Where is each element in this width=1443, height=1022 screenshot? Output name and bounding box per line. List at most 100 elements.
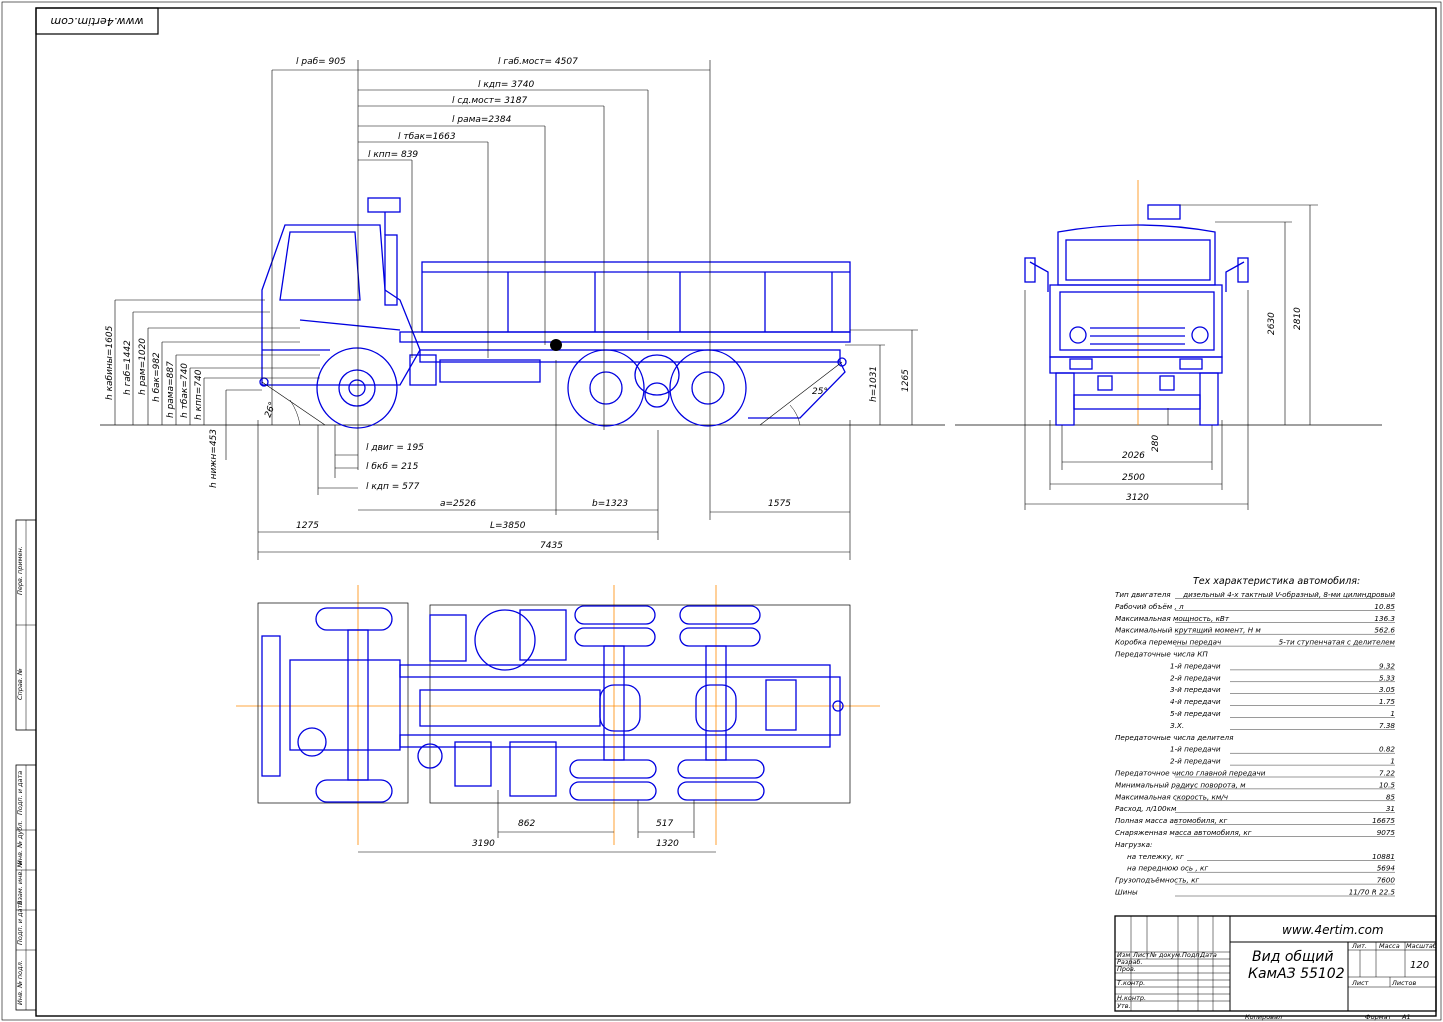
svg-text:h кпп=740: h кпп=740 — [194, 369, 204, 420]
svg-text:2500: 2500 — [1122, 473, 1145, 483]
svg-text:№ докум.: № докум. — [1149, 951, 1182, 959]
svg-text:h рама=887: h рама=887 — [166, 361, 176, 418]
spec-value: 7.22 — [1379, 769, 1395, 778]
svg-text:h габ=1442: h габ=1442 — [123, 340, 133, 395]
spec-label: Шины — [1115, 888, 1138, 897]
spec-label: на переднюю ось , кг — [1127, 864, 1208, 873]
spec-value: 136.3 — [1374, 614, 1395, 623]
svg-text:Пров.: Пров. — [1117, 965, 1136, 973]
svg-text:Подп. и дата: Подп. и дата — [16, 901, 24, 945]
svg-text:l раб= 905: l раб= 905 — [296, 57, 346, 67]
svg-text:Лит.: Лит. — [1351, 942, 1367, 950]
spec-value: 1 — [1390, 709, 1395, 718]
svg-text:Инв. № подл.: Инв. № подл. — [16, 960, 24, 1005]
svg-text:26°: 26° — [263, 401, 278, 419]
spec-label: Минимальный радиус поворота, м — [1115, 780, 1246, 789]
spec-label: 1-й передачи — [1170, 661, 1221, 670]
svg-text:2630: 2630 — [1267, 312, 1277, 335]
svg-text:Изм: Изм — [1117, 951, 1130, 959]
top-view: 862 3190 517 1320 — [236, 585, 880, 853]
spec-value: 85 — [1386, 792, 1396, 801]
svg-text:A1: A1 — [1401, 1013, 1411, 1021]
drawing-frame — [35, 7, 1437, 1017]
spec-label: 1-й передачи — [1170, 745, 1221, 754]
svg-text:l габ.мост= 4507: l габ.мост= 4507 — [498, 57, 578, 67]
side-view: 26° 25° l раб= 905 l габ.мост= 4507 l кд… — [100, 57, 945, 560]
svg-text:l бкб = 215: l бкб = 215 — [366, 462, 419, 472]
svg-text:l тбак=1663: l тбак=1663 — [398, 132, 456, 142]
spec-value: 7.38 — [1379, 721, 1395, 730]
spec-table: Тех характеристика автомобиля: Тип двига… — [1115, 576, 1396, 897]
spec-label: Максимальный крутящий момент, Н м — [1115, 626, 1261, 635]
spec-label: Максимальная мощность, кВт — [1115, 614, 1230, 623]
title-name-2: КамАЗ 55102 — [1248, 966, 1345, 982]
svg-text:7435: 7435 — [540, 541, 563, 551]
svg-text:Подп. и дата: Подп. и дата — [16, 771, 24, 815]
svg-text:l сд.мост= 3187: l сд.мост= 3187 — [452, 96, 527, 106]
spec-value: 10.85 — [1374, 602, 1395, 611]
spec-label: Полная масса автомобиля, кг — [1115, 816, 1228, 825]
svg-text:Т.контр.: Т.контр. — [1117, 979, 1145, 987]
svg-text:2810: 2810 — [1293, 307, 1303, 330]
spec-value: 9.32 — [1379, 661, 1395, 670]
spec-label: Максимальная скорость, км/ч — [1115, 792, 1228, 801]
spec-value: 5.33 — [1379, 673, 1395, 682]
svg-text:Лист: Лист — [1132, 951, 1150, 959]
spec-label: Грузоподъёмность, кг — [1115, 876, 1199, 885]
spec-label: З.Х. — [1170, 721, 1184, 730]
spec-value: 3.05 — [1379, 685, 1395, 694]
spec-value: 16675 — [1372, 816, 1395, 825]
spec-label: 4-й передачи — [1170, 697, 1221, 706]
spec-value: 10881 — [1372, 852, 1395, 861]
svg-text:Подп.: Подп. — [1182, 951, 1202, 959]
svg-text:h кабины=1605: h кабины=1605 — [105, 325, 115, 400]
spec-label: Снаряженная масса автомобиля, кг — [1115, 828, 1252, 837]
spec-label: Передаточное число главной передачи — [1115, 769, 1266, 778]
spec-label: Расход, л/100км — [1115, 804, 1177, 813]
spec-value: 10.5 — [1379, 780, 1395, 789]
top-stamp-box — [35, 7, 159, 35]
svg-text:2026: 2026 — [1122, 451, 1145, 461]
spec-value: 0.82 — [1379, 745, 1395, 754]
spec-label: на тележку, кг — [1127, 852, 1184, 861]
svg-text:Утв.: Утв. — [1117, 1002, 1131, 1010]
spec-label: Коробка перемены передач — [1115, 638, 1221, 647]
front-view: 2630 2810 280 2026 2500 3120 — [955, 180, 1382, 510]
svg-text:h рам=1020: h рам=1020 — [138, 338, 148, 395]
spec-value: 31 — [1386, 804, 1395, 813]
spec-label: 2-й передачи — [1170, 757, 1221, 766]
spec-label: Тип двигателя — [1115, 590, 1171, 599]
svg-text:3190: 3190 — [472, 839, 495, 849]
spec-label: 2-й передачи — [1170, 673, 1221, 682]
left-strip: Перв. примен. Справ. № Подп. и дата Инв.… — [15, 519, 37, 1011]
top-stamp-text: www.4ertim.com — [50, 15, 143, 28]
svg-text:h бак=982: h бак=982 — [152, 352, 162, 402]
svg-text:Перв. примен.: Перв. примен. — [16, 546, 24, 595]
svg-text:a=2526: a=2526 — [440, 499, 476, 509]
spec-value: 562.6 — [1374, 626, 1395, 635]
svg-text:25°: 25° — [812, 387, 828, 397]
svg-text:Масса: Масса — [1379, 942, 1400, 950]
svg-text:L=3850: L=3850 — [490, 521, 526, 531]
svg-text:862: 862 — [518, 819, 535, 829]
spec-value: 1 — [1390, 757, 1395, 766]
spec-value: 1.75 — [1379, 697, 1395, 706]
svg-text:l кдп= 3740: l кдп= 3740 — [478, 80, 534, 90]
svg-text:1575: 1575 — [768, 499, 791, 509]
svg-text:280: 280 — [1151, 435, 1161, 452]
svg-text:Дата: Дата — [1199, 951, 1217, 959]
spec-label: 3-й передачи — [1170, 685, 1221, 694]
svg-text:h=1031: h=1031 — [869, 366, 879, 402]
svg-text:120: 120 — [1410, 960, 1429, 971]
title-block: www.4ertim.com Лит. Масса Масштаб 120 Ли… — [1114, 915, 1437, 1021]
spec-value: 9075 — [1377, 828, 1396, 837]
spec-value: 5-ти ступенчатая с делителем — [1279, 638, 1396, 647]
svg-text:1265: 1265 — [901, 369, 911, 392]
svg-text:Справ. №: Справ. № — [16, 668, 24, 700]
svg-text:Инв. № дубл.: Инв. № дубл. — [16, 821, 24, 865]
spec-label: Нагрузка: — [1115, 840, 1152, 849]
spec-value: дизельный 4-х тактный V-образный, 8-ми ц… — [1182, 590, 1395, 599]
svg-text:Формат: Формат — [1365, 1013, 1392, 1021]
